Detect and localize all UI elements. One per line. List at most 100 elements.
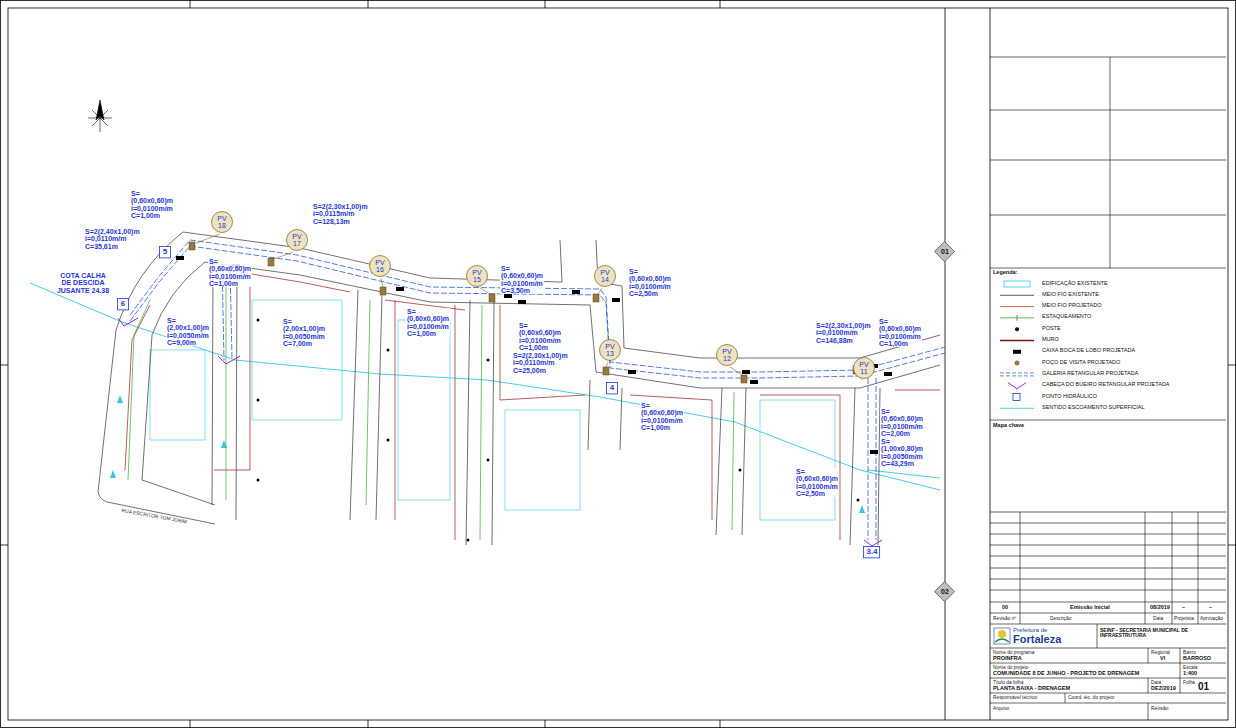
- legend-sample: [1000, 306, 1034, 307]
- wall-line: [500, 305, 585, 400]
- legend-text: CABEÇA DO BUEIRO RETANGULAR PROJETADA: [1042, 382, 1170, 388]
- north-arrow: [92, 110, 108, 126]
- north-arrow: [88, 100, 112, 132]
- field-value: BARROSO: [1183, 656, 1211, 662]
- revision-cell: –: [1209, 605, 1212, 611]
- revision-cell: 00: [1002, 605, 1008, 611]
- wall-line: [395, 300, 396, 520]
- pipe-spec: S=(0,60x0,60)m i=0,0100m/m C=1,00m: [208, 258, 252, 287]
- title-block-grid: [1148, 703, 1149, 720]
- stakeout-line: [128, 280, 734, 540]
- elevation-note: COTA CALHA DE DESCIDA JUSANTE 24.38: [56, 272, 110, 294]
- storm-inlet: [612, 298, 620, 302]
- field-name: Data: [1151, 680, 1161, 685]
- utility-pole: [467, 539, 470, 542]
- logo-text: Fortaleza: [1013, 634, 1061, 646]
- title-block-grid: [990, 590, 1226, 591]
- sheet-frame: [545, 0, 546, 8]
- pipe-spec: S=(1,00x0,80)m i=0,0050m/m C=43,29m: [880, 438, 924, 467]
- wall-line: [895, 390, 940, 391]
- existing-curb: [212, 272, 213, 505]
- storm-inlet: [176, 256, 184, 260]
- legend-row: [1013, 394, 1020, 401]
- pipe-spec: S=(2,00x1,00)m i=0,0050m/m C=9,00m: [166, 317, 210, 346]
- field-value: 1:400: [1183, 671, 1197, 677]
- table-header: Data: [1153, 616, 1163, 621]
- legend-sample: [1000, 340, 1034, 342]
- section-marker: 01: [934, 241, 955, 262]
- pipe-spec: S=(0,60x0,60)m i=0,0100m/m C=2,50m: [628, 268, 672, 297]
- manhole-tag: PV 13: [599, 339, 621, 361]
- existing-curb: [376, 294, 382, 520]
- node-text: 3.4: [866, 548, 877, 556]
- title-block-grid: [990, 57, 1226, 720]
- legend-text: GALERIA RETANGULAR PROJETADA: [1042, 371, 1138, 377]
- node-text: PV 17: [292, 233, 301, 248]
- legend-row: [1000, 340, 1034, 341]
- legend-text: PONTO HIDRÁULICO: [1042, 394, 1097, 400]
- manhole-leader: [730, 367, 742, 375]
- title-block-grid: [1145, 512, 1146, 624]
- existing-curb: [716, 388, 722, 535]
- utility-pole: [257, 479, 260, 482]
- sheet-frame: [0, 365, 8, 366]
- utility-pole: [487, 359, 490, 362]
- tag-circle: [717, 345, 738, 366]
- field-name: Arquivo: [993, 706, 1009, 711]
- node-text: 02: [941, 588, 949, 595]
- tag-circle: [595, 266, 616, 287]
- existing-curb: [236, 276, 237, 520]
- storm-inlet: [572, 290, 580, 294]
- point-box: [607, 382, 618, 393]
- culvert-head: [118, 318, 882, 546]
- revision-cell: –: [1182, 605, 1185, 611]
- title-block-grid: [990, 512, 1226, 513]
- title-block-grid: [990, 534, 1226, 535]
- title-block-grid: [1180, 648, 1181, 693]
- wall-line: [125, 268, 940, 540]
- title-block-grid: [990, 57, 1226, 58]
- legend-sample: [1000, 408, 1034, 409]
- north-arrow: [92, 110, 108, 126]
- storm-inlet: [518, 300, 526, 304]
- storm-inlet: [870, 450, 878, 454]
- rectangular-gallery: [130, 246, 945, 378]
- title-block-grid: [990, 678, 1226, 679]
- legend-row: [1000, 306, 1034, 307]
- node-text: PV 16: [375, 259, 384, 274]
- node-text: PV 13: [605, 343, 614, 358]
- building-outline: [505, 410, 580, 510]
- city-logo: [994, 628, 1010, 644]
- legend-row: [1000, 408, 1034, 409]
- existing-curb: [98, 232, 940, 545]
- logo-text: Prefeitura de: [1013, 627, 1047, 633]
- node-label: 4: [610, 384, 614, 392]
- title-block-grid: [1198, 512, 1199, 624]
- utility-pole: [387, 349, 390, 352]
- pipe-spec: S=(0,60x0,60)m i=0,0100m/m C=3,50m: [500, 265, 544, 294]
- field-value: DEZ/2019: [1151, 686, 1176, 692]
- pipe-spec: S=(2,00x1,00)m i=0,0050m/m C=7,00m: [282, 318, 326, 347]
- title-block-grid: [1148, 678, 1149, 693]
- sheet-frame: [190, 0, 191, 8]
- stakeout-line: [128, 300, 150, 480]
- legend-sample: [1000, 295, 1034, 296]
- surface-flow-line: [30, 283, 940, 490]
- legend-row: [1000, 295, 1034, 296]
- table-header: Descrição: [1050, 616, 1071, 621]
- sheet-frame: [368, 720, 369, 728]
- wall-line: [455, 305, 456, 540]
- storm-inlet: [504, 294, 512, 298]
- key-map-heading: Mapa chave: [993, 423, 1024, 429]
- sheet-frame: [368, 0, 369, 8]
- title-block-grid: [1020, 512, 1021, 624]
- node-text: 4: [610, 384, 614, 392]
- pipe-spec: S=2(2,30x1,00)m i=0,0100m/m C=146,88m: [815, 322, 872, 344]
- sheet-frame: [1228, 545, 1236, 546]
- field-value: COMUNIDADE 8 DE JUNHO - PROJETO DE DRENA…: [993, 671, 1139, 677]
- sheet-frame: [720, 720, 721, 728]
- field-name: Nome do programa: [993, 650, 1034, 655]
- legend-text: MURO: [1042, 337, 1059, 343]
- agency-name: SEINF - SECRETARIA MUNICIPAL DE INFRAEST…: [1100, 628, 1224, 639]
